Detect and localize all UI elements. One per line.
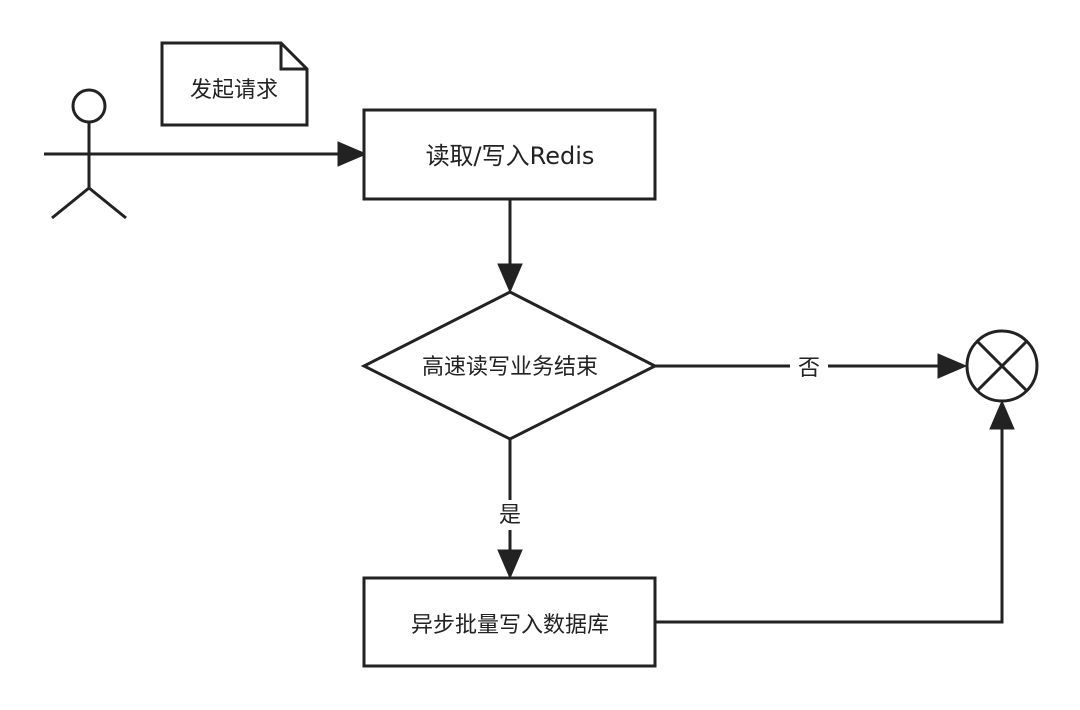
- note-fold: [279, 43, 307, 71]
- edge-decision-no-to-end: 否: [655, 352, 968, 381]
- edge-read-write-to-decision: [497, 199, 523, 294]
- actor-left-leg: [51, 186, 90, 220]
- decision-business-finished: 高速读写业务结束: [360, 290, 659, 441]
- edge-batch-to-end: [655, 399, 1015, 624]
- end-circle-x-icon: [965, 329, 1039, 403]
- note-request: 发起请求: [160, 41, 309, 127]
- process-batch-write-db: 异步批量写入数据库: [362, 576, 657, 668]
- edge-actor-to-read-write: [134, 141, 368, 167]
- process-box: [362, 108, 657, 201]
- process-label-batch: 异步批量写入数据库: [411, 613, 609, 638]
- edge-decision-yes-to-batch: 是: [494, 439, 526, 580]
- edge-label-yes: 是: [499, 503, 521, 528]
- actor-head: [71, 88, 107, 124]
- note-label: 发起请求: [190, 78, 278, 103]
- edge-label-no: 否: [798, 356, 820, 381]
- process-read-write-redis: 读取/写入Redis: [362, 108, 657, 201]
- process-label: 读取/写入Redis: [426, 142, 595, 170]
- actor-figure: [44, 88, 134, 220]
- decision-label: 高速读写业务结束: [422, 355, 598, 380]
- actor-right-leg: [88, 186, 127, 220]
- note-shape: [160, 41, 309, 127]
